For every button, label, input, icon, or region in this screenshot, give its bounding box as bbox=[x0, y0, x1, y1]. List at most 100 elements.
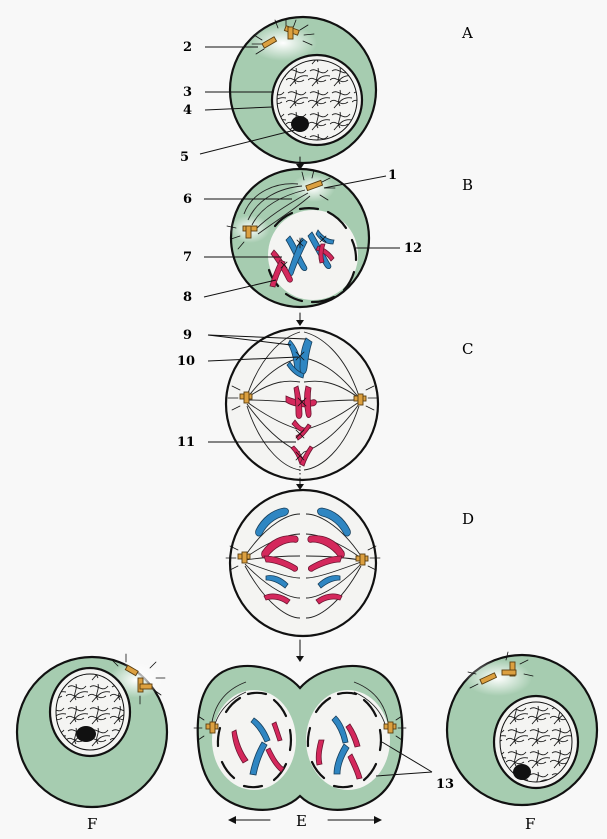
chromosome-blue bbox=[250, 717, 271, 743]
chromosome-blue bbox=[315, 229, 335, 245]
chromosome-red bbox=[263, 593, 291, 605]
stage-c-spindle-fibers bbox=[246, 331, 360, 471]
chromosome-red bbox=[315, 593, 343, 605]
chromosome-blue bbox=[255, 507, 289, 537]
label-2: 2 bbox=[183, 40, 192, 55]
chromosome-blue bbox=[249, 741, 268, 776]
leader-line-5 bbox=[199, 129, 296, 155]
stage-f-right-centriole bbox=[509, 661, 516, 677]
label-1: 1 bbox=[388, 168, 397, 183]
label-4: 4 bbox=[183, 103, 192, 118]
leader-line-13a bbox=[381, 741, 433, 773]
leader-line-4 bbox=[204, 106, 273, 111]
stage-f-left-centriole bbox=[124, 664, 139, 677]
label-5: 5 bbox=[180, 150, 189, 165]
label-8: 8 bbox=[183, 290, 192, 305]
stage-f-right-cell bbox=[445, 651, 599, 807]
stage-b-nuclear-region bbox=[268, 210, 358, 300]
leader-line-10 bbox=[207, 356, 299, 362]
stage-f-right-centrosome-glow bbox=[464, 660, 532, 696]
stage-c-centriole bbox=[357, 393, 364, 406]
stage-b-aster-rays bbox=[226, 169, 336, 250]
chromosome-red bbox=[295, 423, 312, 441]
stage-c-centriole bbox=[243, 391, 250, 404]
stage-a-nucleolus bbox=[291, 116, 309, 132]
stage-labels: A B C D E F F bbox=[87, 24, 535, 833]
leader-line-9a bbox=[207, 334, 292, 346]
stage-f-right-aster-rays bbox=[467, 651, 534, 689]
chromosome-red bbox=[263, 555, 299, 572]
stage-d-cell bbox=[225, 488, 381, 638]
stage-a-cell bbox=[228, 15, 378, 165]
leader-line-9b bbox=[207, 334, 307, 340]
leader-lines bbox=[199, 46, 433, 777]
stage-f-right-centriole bbox=[479, 672, 498, 685]
leader-line-8 bbox=[203, 279, 277, 298]
stage-e-cell bbox=[193, 664, 407, 811]
stage-label-c: C bbox=[462, 340, 473, 358]
stage-label-f-left: F bbox=[87, 815, 97, 833]
leader-line-13b bbox=[375, 771, 433, 777]
label-13: 13 bbox=[436, 777, 454, 792]
stage-e-nuclear-envelope-fragments bbox=[216, 691, 383, 789]
stage-a-centriole bbox=[261, 36, 278, 49]
arrow-c-to-d bbox=[296, 477, 304, 490]
stage-label-b: B bbox=[462, 176, 473, 194]
number-labels: 2 3 4 5 1 6 7 8 12 9 10 11 13 bbox=[177, 40, 454, 792]
stage-e-chromosomes bbox=[231, 715, 363, 780]
stage-e-aster-rays bbox=[193, 715, 407, 741]
stage-b-chromosomes bbox=[269, 229, 335, 288]
label-7: 7 bbox=[183, 250, 192, 265]
stage-f-right-centriole bbox=[501, 669, 517, 676]
stage-label-a: A bbox=[461, 24, 473, 42]
stage-a-chromatin bbox=[276, 59, 358, 141]
stage-b-spindle-fibers bbox=[243, 183, 311, 235]
stage-c-cell bbox=[224, 326, 380, 482]
stage-f-left-centriole bbox=[139, 683, 153, 690]
chromosome-red bbox=[347, 753, 363, 780]
chromosome-red bbox=[271, 721, 283, 742]
stage-f-left-nucleolus bbox=[76, 726, 96, 742]
chromosome-red bbox=[299, 445, 314, 467]
chromosome-red bbox=[293, 385, 303, 419]
label-6: 6 bbox=[183, 192, 192, 207]
chromosome-blue bbox=[286, 361, 305, 379]
chromosome-blue bbox=[265, 575, 289, 589]
label-3: 3 bbox=[183, 85, 192, 100]
label-9: 9 bbox=[183, 328, 192, 343]
stage-d-centriole bbox=[241, 551, 248, 564]
stage-b-centriole bbox=[245, 225, 252, 239]
stage-b-cell bbox=[226, 167, 371, 309]
chromosome-red bbox=[345, 723, 361, 748]
stage-f-left-cell bbox=[15, 653, 169, 809]
stage-a-centriole bbox=[287, 26, 294, 40]
chromosome-red bbox=[231, 729, 249, 764]
stage-e-centriole bbox=[209, 721, 216, 734]
stage-e-centriole bbox=[387, 721, 394, 734]
stage-e-direction-arrows bbox=[228, 816, 382, 824]
stage-e-right-nuclear-region bbox=[306, 690, 390, 790]
leader-line-1 bbox=[323, 175, 387, 189]
arrow-d-to-e bbox=[296, 639, 304, 662]
stage-d-spindle-fibers bbox=[244, 513, 362, 619]
chromosome-blue bbox=[317, 507, 351, 537]
chromosome-blue bbox=[331, 715, 349, 744]
stage-d-cell-membrane bbox=[228, 488, 378, 638]
chromosome-red bbox=[265, 747, 285, 773]
stage-c-centromere-marks bbox=[295, 351, 307, 461]
label-12: 12 bbox=[404, 241, 422, 256]
stage-b-centriole bbox=[305, 179, 324, 192]
arrow-a-to-b bbox=[296, 156, 304, 170]
chromosome-blue bbox=[317, 575, 341, 589]
stage-f-right-nucleolus bbox=[513, 764, 531, 780]
stage-label-e: E bbox=[296, 812, 307, 830]
stage-b-nuclear-envelope-fragments bbox=[267, 207, 358, 304]
chromosome-red bbox=[318, 243, 326, 264]
chromosome-red bbox=[307, 555, 343, 572]
stage-d-chromosomes bbox=[255, 507, 351, 605]
label-11: 11 bbox=[177, 435, 195, 450]
chromosome-blue bbox=[333, 743, 350, 775]
label-10: 10 bbox=[177, 354, 195, 369]
